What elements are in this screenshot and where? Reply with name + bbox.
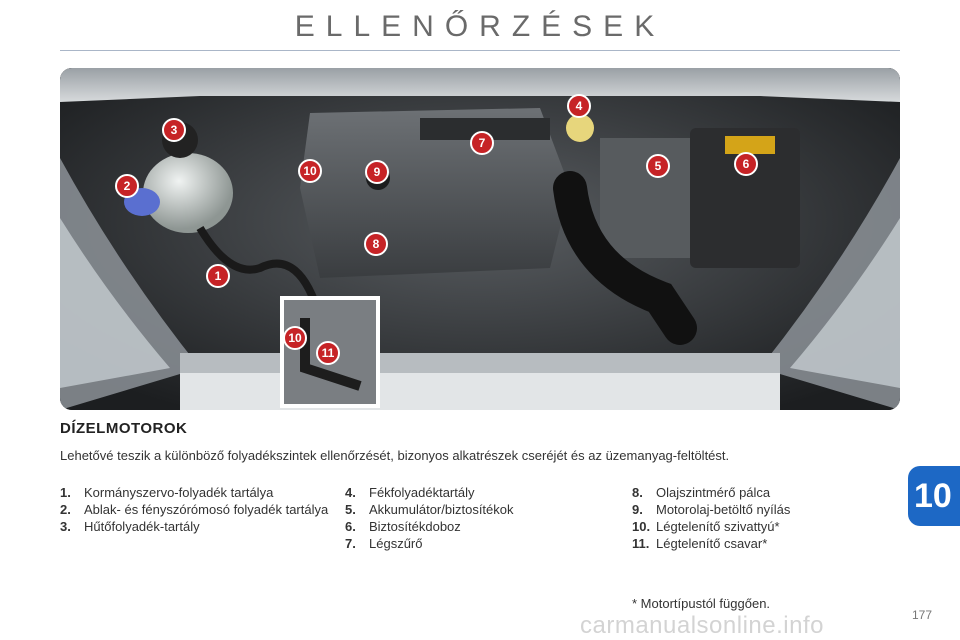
legend-item: 3.Hűtőfolyadék-tartály [60,519,200,534]
legend-item: 4.Fékfolyadéktartály [345,485,475,500]
callout-9: 9 [365,160,389,184]
callout-11-inset: 11 [316,341,340,365]
callout-1: 1 [206,264,230,288]
legend-item: 5.Akkumulátor/biztosítékok [345,502,514,517]
legend-item: 9.Motorolaj-betöltő nyílás [632,502,791,517]
svg-text:11: 11 [322,346,335,360]
engine-bay-figure: 1 2 3 4 5 6 7 8 9 10 10 11 [60,68,900,410]
legend-item: 8.Olajszintmérő pálca [632,485,771,500]
svg-text:2: 2 [124,179,131,193]
callout-5: 5 [646,154,670,178]
callout-6: 6 [734,152,758,176]
legend-column-3: 8.Olajszintmérő pálca 9.Motorolaj-betölt… [632,485,862,553]
svg-text:1: 1 [215,269,222,283]
callout-10-inset: 10 [283,326,307,350]
callout-4: 4 [567,94,591,118]
legend-item: 1.Kormányszervo-folyadék tartálya [60,485,274,500]
legend-item: 2.Ablak- és fényszórómosó folyadék tartá… [60,502,329,517]
callout-7: 7 [470,131,494,155]
svg-text:8: 8 [373,237,380,251]
legend-item: 7.Légszűrő [345,536,423,551]
svg-text:10: 10 [288,331,302,345]
svg-text:7: 7 [479,136,486,150]
callout-2: 2 [115,174,139,198]
callout-8: 8 [364,232,388,256]
legend-column-2: 4.Fékfolyadéktartály 5.Akkumulátor/bizto… [345,485,585,553]
svg-text:4: 4 [576,99,583,113]
legend-item: 10.Légtelenítő szivattyú* [632,519,780,534]
engine-bay-illustration: 1 2 3 4 5 6 7 8 9 10 10 11 [60,68,900,410]
svg-text:6: 6 [743,157,750,171]
legend-item: 6.Biztosítékdoboz [345,519,461,534]
title-divider [60,50,900,51]
svg-text:5: 5 [655,159,662,173]
footnote: * Motortípustól függően. [632,596,771,611]
svg-text:3: 3 [171,123,178,137]
page-number: 177 [912,608,933,622]
section-intro: Lehetővé teszik a különböző folyadékszin… [60,448,730,463]
svg-text:9: 9 [374,165,381,179]
svg-text:10: 10 [303,164,317,178]
callout-3: 3 [162,118,186,142]
legend-item: 11.Légtelenítő csavar* [632,536,768,551]
page-title: ELLENŐRZÉSEK [294,10,666,43]
chapter-tab: 10 [908,466,960,526]
callout-10: 10 [298,159,322,183]
legend-column-1: 1.Kormányszervo-folyadék tartálya 2.Abla… [60,485,332,536]
section-title: DÍZELMOTOROK [60,420,188,437]
watermark: carmanualsonline.info [580,612,824,639]
